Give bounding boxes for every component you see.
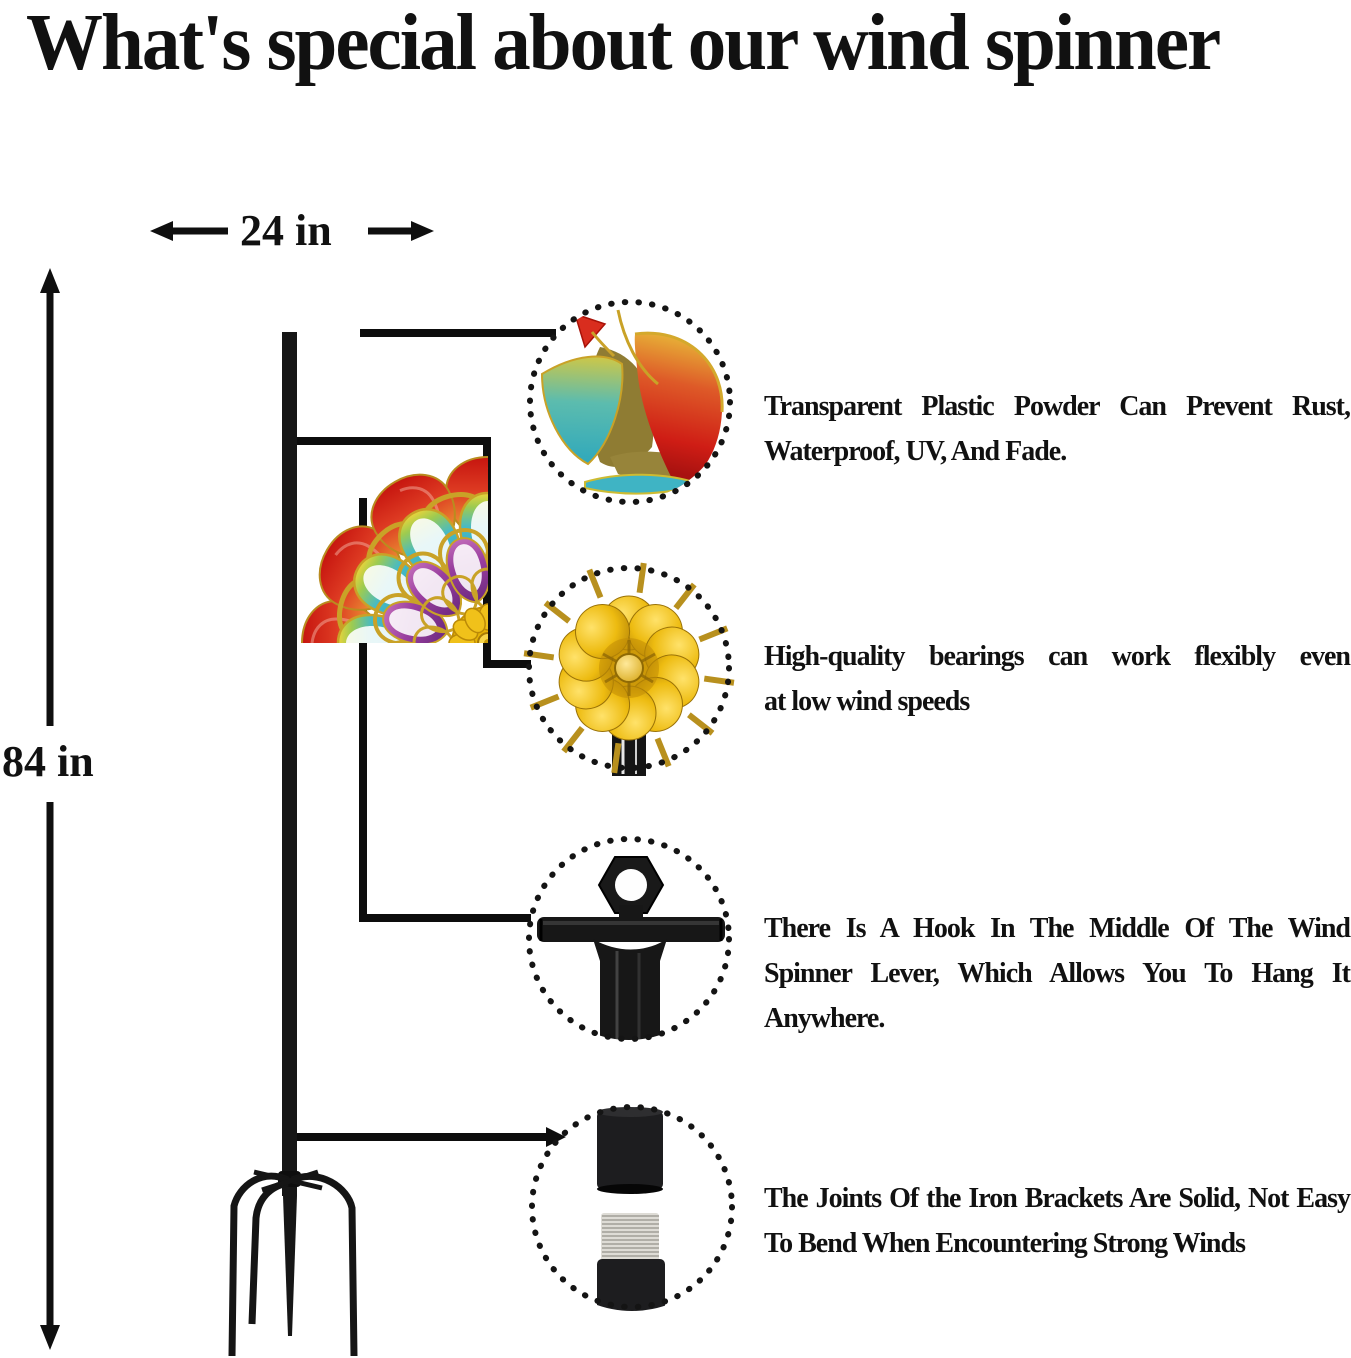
flower-center-hub (448, 603, 488, 643)
dotted-circle-border (527, 299, 733, 505)
feature-text-hanging-hook: There Is A Hook In The Middle Of The Win… (764, 906, 1351, 1041)
dotted-circle-border (526, 836, 732, 1042)
height-dimension-label: 84 in (2, 737, 94, 786)
hook-art (537, 856, 725, 1040)
stake-pole (278, 332, 301, 1336)
feature-line: Transparent Plastic Powder Can Prevent R… (764, 391, 1351, 422)
height-dimension-arrow (40, 268, 60, 1350)
callout-hook (519, 829, 739, 1049)
dotted-circle-border (526, 565, 732, 771)
feature-line: at low wind speeds (764, 686, 970, 717)
joint-closeup-image (529, 1104, 735, 1311)
page-title: What's special about our wind spinner (26, 0, 1221, 88)
bearing-closeup-image (519, 558, 739, 776)
blade-closeup-image (527, 299, 733, 505)
width-dimension-label: 24 in (240, 206, 332, 255)
feature-line: There Is A Hook In The Middle Of The Win… (764, 913, 1351, 944)
callout-bearing (519, 558, 739, 778)
joint-art (597, 1107, 665, 1311)
ground-prongs (228, 1169, 358, 1357)
feature-text-bearings: High-quality bearings can work flexibly … (764, 634, 1351, 724)
dotted-circle-border (529, 1104, 735, 1310)
feature-line: Spinner Lever, Which Allows You To Hang … (764, 958, 1351, 989)
feature-line: High-quality bearings can work flexibly … (764, 641, 1351, 672)
callout-blade-coating (520, 292, 740, 512)
feature-line: Anywhere. (764, 1003, 885, 1034)
wind-spinner-flower-art (300, 455, 488, 643)
feature-text-iron-joints: The Joints Of the Iron Brackets Are Soli… (764, 1176, 1351, 1266)
blade-closeup-art (540, 309, 724, 495)
feature-line: Waterproof, UV, And Fade. (764, 436, 1067, 467)
feature-line: The Joints Of the Iron Brackets Are Soli… (764, 1183, 1351, 1214)
leader-joint-arrowhead (546, 1127, 566, 1147)
feature-text-blade-coating: Transparent Plastic Powder Can Prevent R… (764, 384, 1351, 474)
callout-joint (522, 1097, 742, 1317)
width-dimension-arrow (150, 221, 434, 241)
hook-closeup-image (526, 836, 732, 1042)
flower-petal-layers (300, 455, 488, 643)
feature-line: To Bend When Encountering Strong Winds (764, 1228, 1246, 1259)
bearing-art (524, 563, 734, 776)
